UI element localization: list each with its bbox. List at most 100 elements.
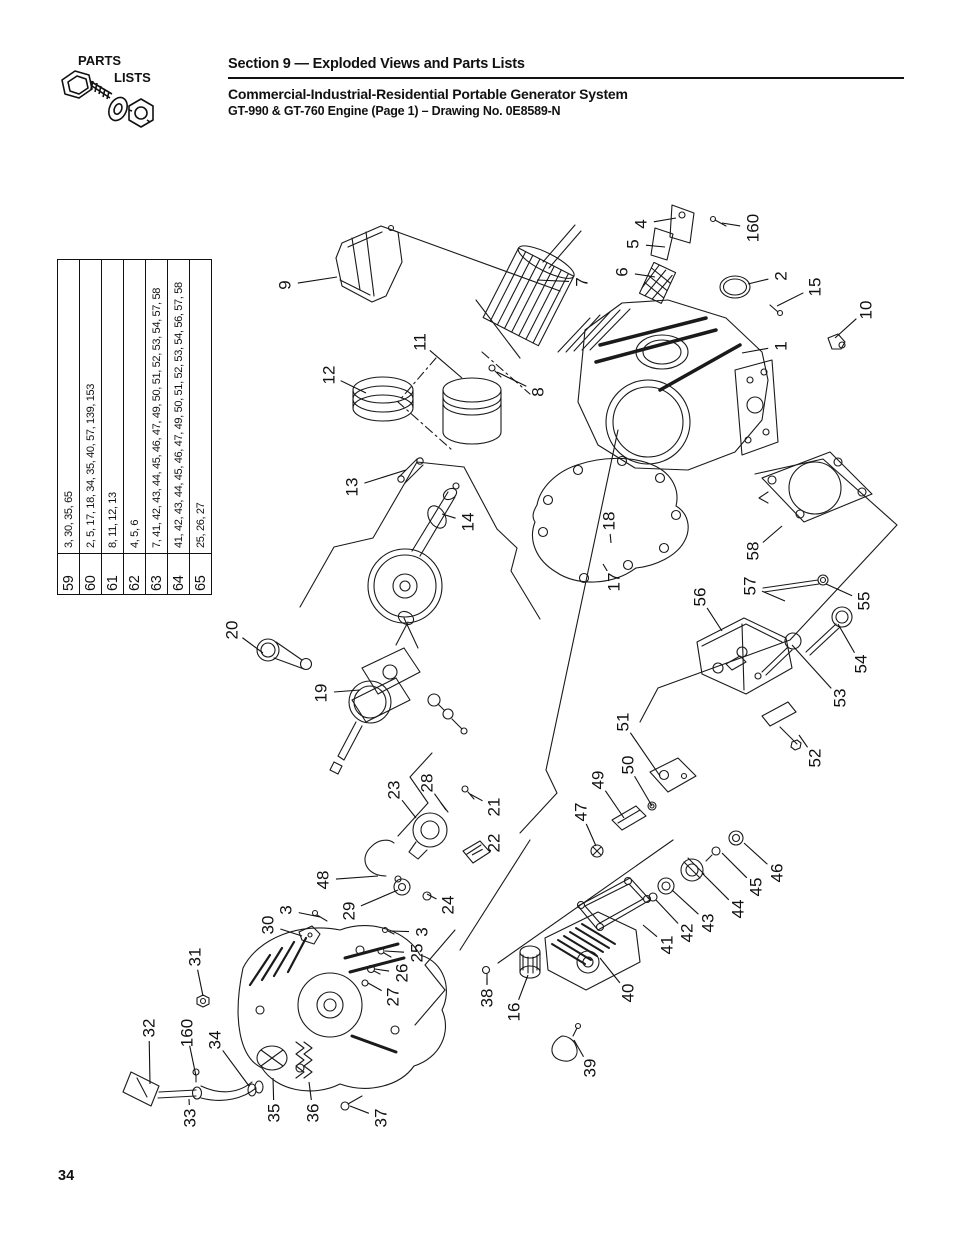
piston-drawing	[442, 377, 502, 445]
callout-8: 8	[529, 387, 548, 396]
callout-leader-line	[791, 644, 832, 689]
callout-35: 35	[265, 1104, 284, 1123]
callout-29: 29	[340, 902, 359, 921]
nut-icon	[128, 98, 154, 128]
logo-text-lists: LISTS	[114, 70, 151, 85]
callout-leader-line	[298, 912, 321, 918]
callout-leader-line	[360, 889, 399, 907]
callout-leader-line	[308, 1081, 312, 1101]
callout-leader-line	[798, 734, 809, 748]
section-title: Section 9 — Exploded Views and Parts Lis…	[228, 56, 525, 72]
air-cleaner-gasket-drawing	[576, 876, 652, 932]
washer-icon	[108, 96, 128, 122]
callout-leader-line	[189, 1045, 197, 1077]
camshaft-drawing	[367, 482, 460, 624]
callout-4: 4	[632, 219, 651, 228]
callout-57: 57	[741, 577, 760, 596]
callout-34: 34	[206, 1031, 225, 1050]
callout-43: 43	[699, 914, 718, 933]
callout-5: 5	[624, 239, 643, 248]
callout-160: 160	[744, 214, 763, 242]
callout-24: 24	[439, 896, 458, 915]
callout-42: 42	[678, 924, 697, 943]
callout-58: 58	[744, 542, 763, 561]
callout-37: 37	[372, 1109, 391, 1128]
callout-41: 41	[658, 936, 677, 955]
callout-45: 45	[747, 878, 766, 897]
callout-leader-line	[364, 469, 407, 484]
callout-leader-line	[706, 607, 723, 632]
small-top-parts	[488, 204, 846, 378]
cylinder-head-drawing	[696, 617, 802, 751]
callout-leader-line	[834, 318, 857, 339]
breather-washers-drawing	[648, 830, 744, 902]
callout-leader-line	[434, 793, 447, 811]
callout-leader-line	[599, 957, 621, 984]
callout-leader-line	[280, 928, 303, 937]
callout-leader-line	[384, 950, 405, 953]
callout-leader-line	[721, 852, 748, 879]
callout-46: 46	[768, 864, 787, 883]
crankcase-cover-drawing	[237, 925, 447, 1111]
callout-53: 53	[831, 689, 850, 708]
callout-leader-line	[367, 982, 382, 992]
callout-leader-line	[655, 899, 679, 924]
callout-36: 36	[304, 1104, 323, 1123]
callout-leader-line	[389, 930, 410, 933]
callout-leader-line	[573, 1039, 585, 1057]
callout-leader-line	[776, 292, 804, 307]
rocker-linkage-drawing	[427, 693, 468, 735]
callout-leader-line	[585, 823, 597, 847]
callout-leader-line	[741, 347, 769, 354]
callout-leader-line	[471, 848, 483, 856]
callout-leader-line	[747, 278, 769, 285]
callout-2: 2	[772, 271, 791, 280]
callout-leader-line	[762, 525, 783, 543]
break-lines	[299, 229, 898, 1026]
doc-title: Commercial-Industrial-Residential Portab…	[228, 86, 628, 103]
callout-9: 9	[276, 280, 295, 289]
callout-leader-line	[743, 842, 768, 865]
callout-leader-line	[518, 974, 529, 1001]
callout-leader-line	[197, 969, 204, 997]
callout-3: 3	[413, 927, 432, 936]
logo-text-parts: PARTS	[78, 53, 121, 68]
callout-56: 56	[691, 588, 710, 607]
callout-31: 31	[186, 948, 205, 967]
callout-leader-line	[653, 217, 677, 223]
piston-rings-drawing	[352, 376, 414, 422]
callout-leader-line	[671, 889, 699, 915]
callout-27: 27	[384, 988, 403, 1007]
callout-leader-line	[761, 590, 786, 602]
callout-48: 48	[314, 871, 333, 890]
oil-fill-tube-drawing	[122, 1068, 264, 1107]
callout-52: 52	[806, 749, 825, 768]
wrist-pin-drawing	[397, 457, 424, 484]
head-gasket-drawing	[758, 451, 873, 523]
callout-leader-line	[401, 799, 417, 819]
callout-55: 55	[855, 592, 874, 611]
callout-3: 3	[277, 905, 296, 914]
parts-lists-logo: PARTS LISTS	[61, 53, 154, 128]
callout-leader-line	[701, 872, 730, 901]
callout-leader-line	[536, 279, 570, 282]
page-header: Section 9 — Exploded Views and Parts Lis…	[228, 56, 904, 118]
callout-leader-line	[441, 513, 456, 519]
callout-10: 10	[857, 301, 876, 320]
crankshaft-drawing	[329, 610, 421, 775]
callout-leader-line	[297, 276, 338, 284]
cylinder-drawing	[482, 245, 575, 347]
engine-block-drawing	[557, 299, 779, 471]
callout-leader-line	[604, 790, 625, 819]
callout-1: 1	[772, 341, 791, 350]
callout-51: 51	[614, 713, 633, 732]
callout-20: 20	[223, 621, 242, 640]
callout-22: 22	[485, 834, 504, 853]
callout-44: 44	[729, 900, 748, 919]
callout-leader-line	[645, 244, 666, 248]
header-rule	[228, 77, 904, 80]
callout-40: 40	[619, 984, 638, 1003]
breather-plate-drawing	[590, 757, 697, 858]
callout-38: 38	[478, 989, 497, 1008]
callout-leader-line	[496, 371, 527, 387]
